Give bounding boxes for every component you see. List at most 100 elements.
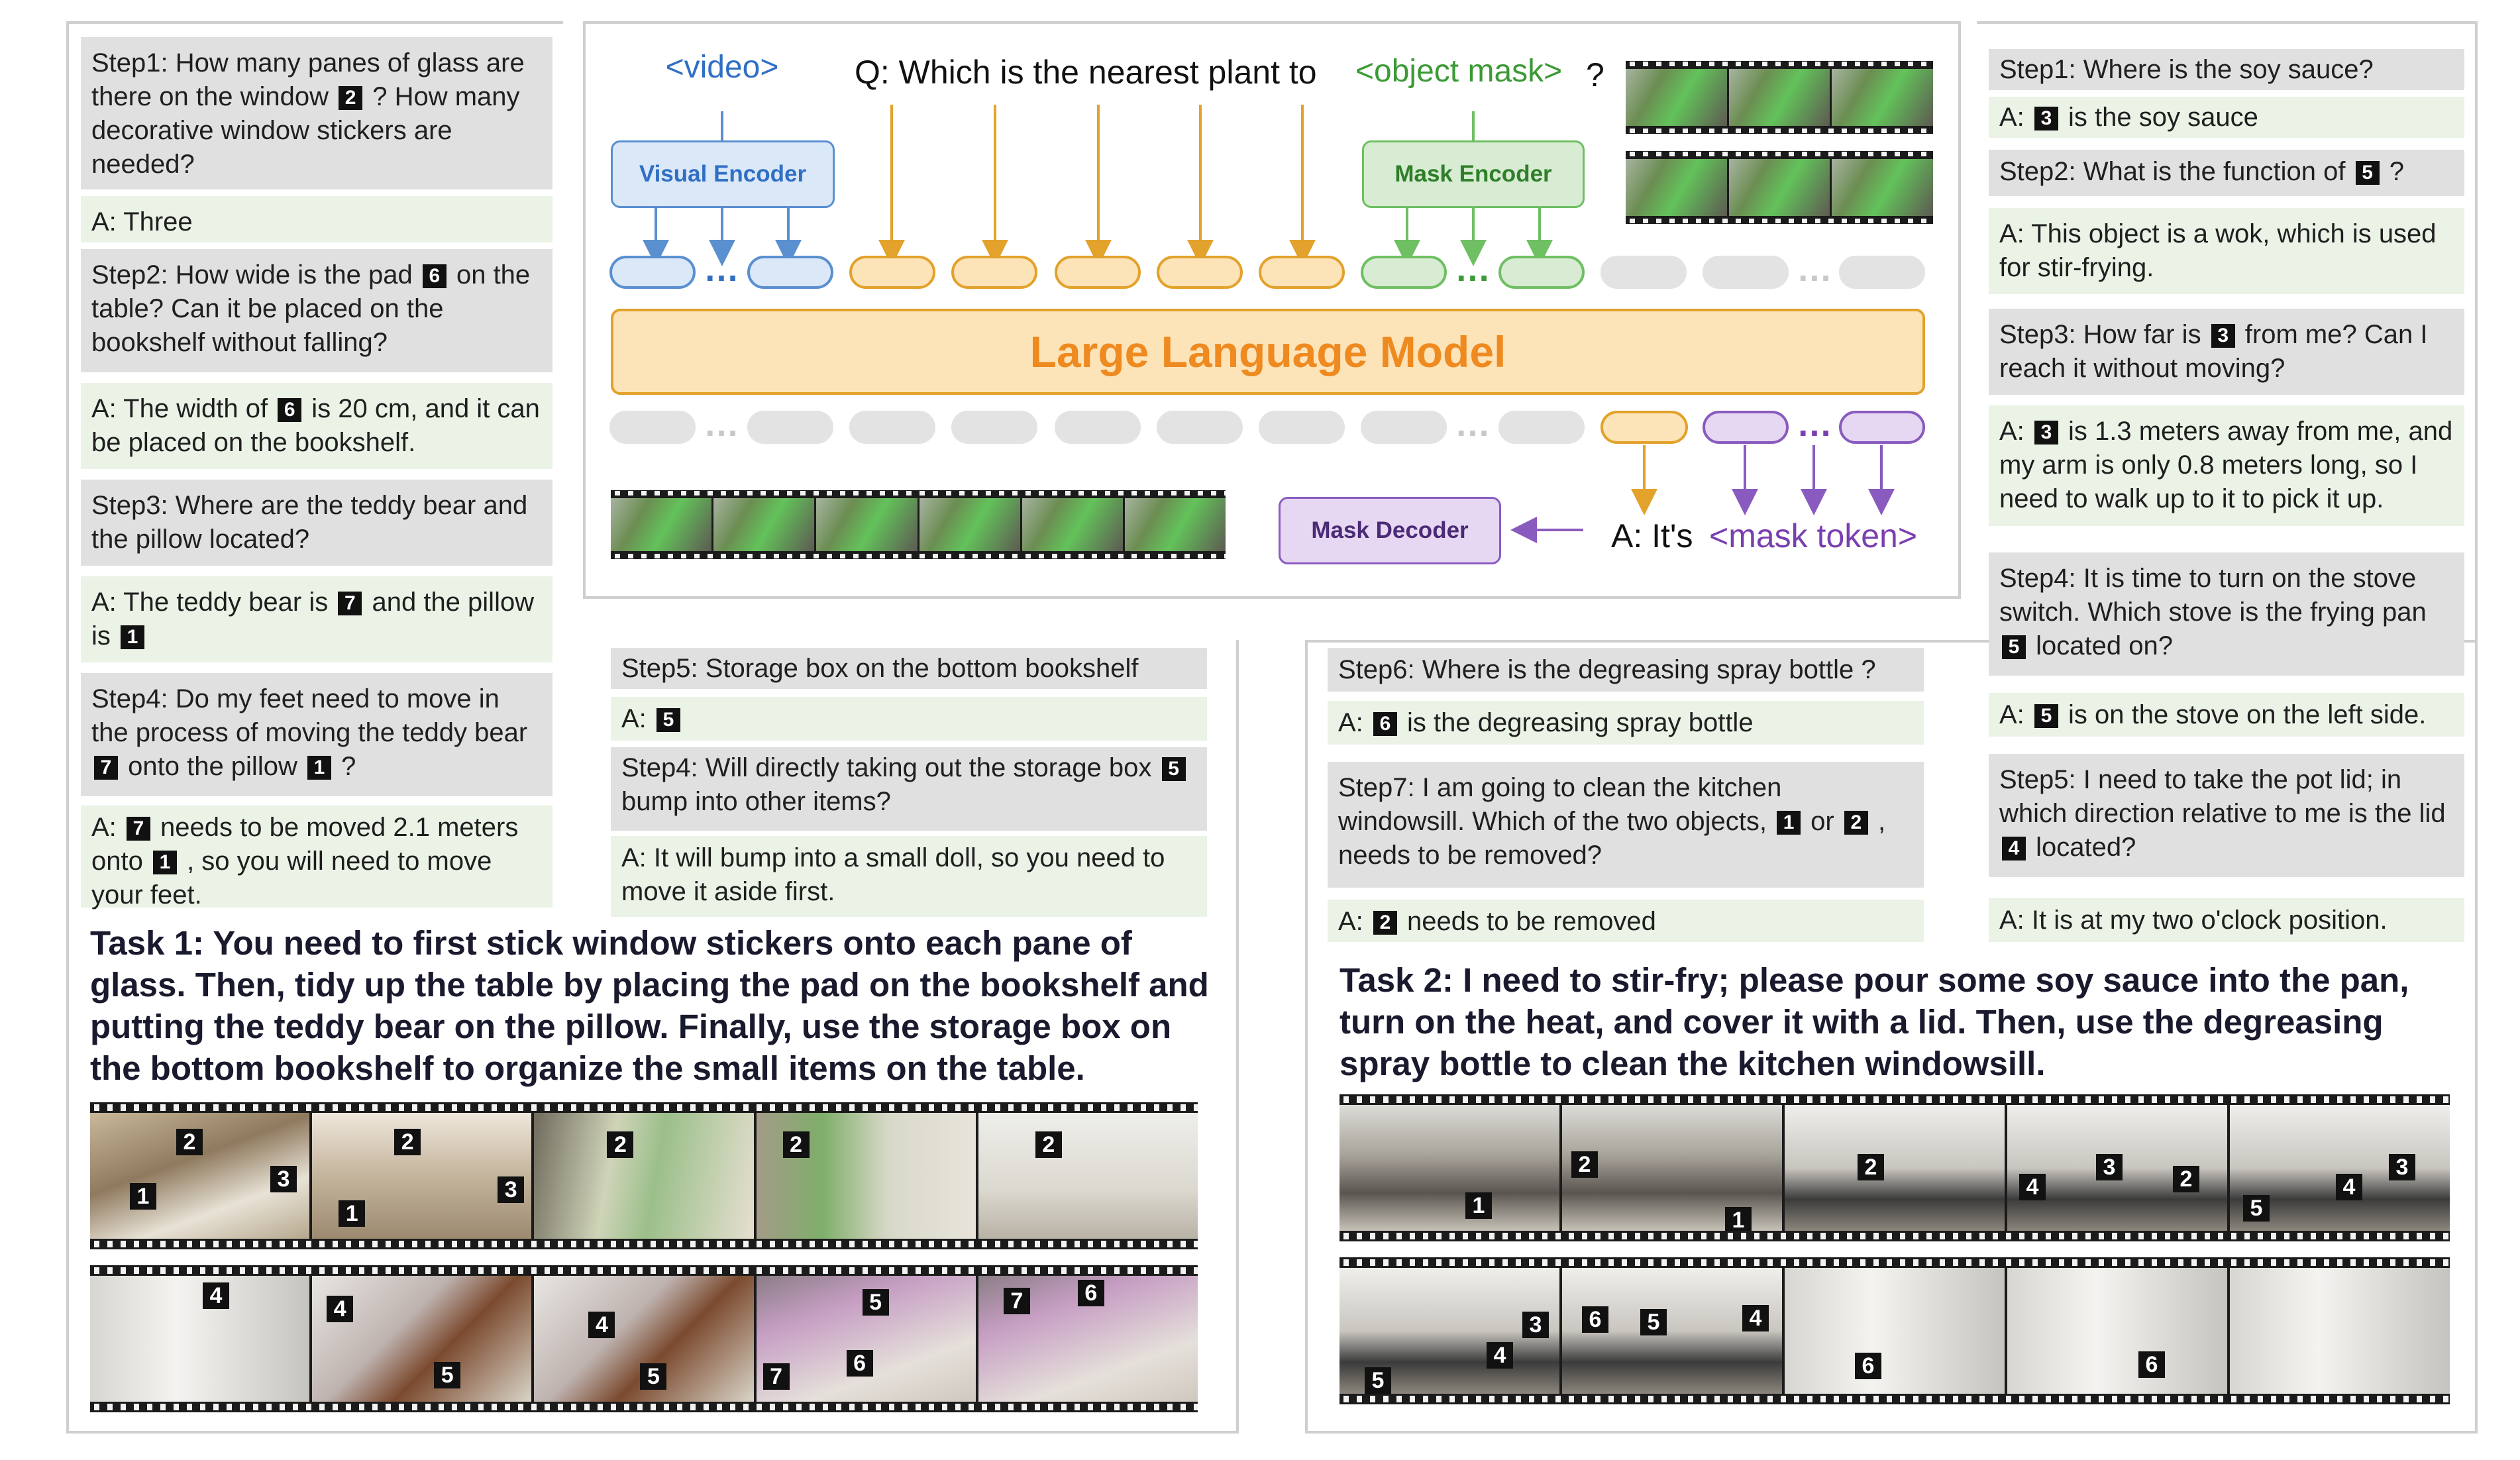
object-label: 2	[2173, 1166, 2199, 1192]
pad-token	[1157, 411, 1243, 444]
text-token	[951, 256, 1037, 289]
pad-token	[1601, 256, 1687, 289]
left-step5-question: Step5: Storage box on the bottom bookshe…	[611, 648, 1207, 689]
left-step2-question: Step2: How wide is the pad 6 on the tabl…	[81, 249, 552, 372]
right-step2-question: Step2: What is the function of 5 ?	[1989, 150, 2464, 196]
object-label: 4	[1742, 1305, 1769, 1331]
question-text: Q: Which is the nearest plant to	[855, 54, 1317, 91]
right-panel-frame	[1977, 21, 2478, 684]
answer-prefix: A: It's	[1611, 517, 1693, 554]
video-frame	[1124, 498, 1226, 551]
video-label: <video>	[665, 50, 779, 85]
pad-token	[1259, 411, 1345, 444]
object-label: 5	[862, 1289, 889, 1316]
task2-frame: 1	[1339, 1105, 1559, 1231]
object-label: 3	[2096, 1154, 2123, 1180]
object-label: 1	[130, 1183, 156, 1210]
pad-token	[609, 411, 696, 444]
input-video-strip-1	[1626, 61, 1934, 134]
right-step4-question: Step4: It is time to turn on the stove s…	[1989, 552, 2464, 676]
video-frame	[1728, 159, 1830, 216]
answer-token	[1601, 411, 1688, 444]
mask-token-input	[1361, 256, 1447, 289]
object-label: 2	[782, 1131, 810, 1158]
right-step7-question: Step7: I am going to clean the kitchen w…	[1328, 762, 1924, 888]
object-label: 1	[1725, 1207, 1752, 1231]
object-label: 2	[176, 1129, 203, 1155]
task2-frame: 2	[1785, 1105, 2005, 1231]
task2-frame: 3 4 5	[2230, 1105, 2450, 1231]
text-token	[1157, 256, 1243, 289]
task2-text: Task 2: I need to stir-fry; please pour …	[1339, 961, 2409, 1082]
object-label: 4	[2336, 1174, 2362, 1200]
ellipsis: …	[1455, 249, 1491, 289]
output-mask-film-strip	[611, 490, 1226, 559]
left-step2-answer: A: The width of 6 is 20 cm, and it can b…	[81, 383, 552, 469]
left-step4-question: Step4: Do my feet need to move in the pr…	[81, 673, 552, 796]
left-step1-answer: A: Three	[81, 196, 552, 242]
video-frame	[1728, 69, 1830, 126]
ellipsis: …	[1455, 404, 1491, 444]
video-frame	[1626, 159, 1727, 216]
visual-token	[747, 256, 833, 289]
pad-token	[951, 411, 1037, 444]
text-token	[1055, 256, 1141, 289]
task1-text: Task 1: You need to first stick window s…	[90, 924, 1209, 1087]
object-label: 2	[1035, 1131, 1062, 1158]
left-step4-answer: A: 7 needs to be moved 2.1 meters onto 1…	[81, 806, 552, 910]
video-frame	[816, 498, 918, 551]
large-language-model: Large Language Model	[611, 309, 1925, 395]
task1-frame: 2	[534, 1113, 754, 1239]
right-step7-answer: A: 2 needs to be removed	[1328, 900, 1924, 942]
task2-frame: 3 4 2	[2007, 1105, 2227, 1231]
pad-token	[1703, 256, 1789, 289]
text-token	[1259, 256, 1345, 289]
object-label: 6	[1582, 1306, 1608, 1333]
ellipsis: …	[1797, 404, 1832, 444]
object-label: 5	[2243, 1195, 2270, 1222]
object-label: 5	[640, 1363, 667, 1390]
mask-encoder: Mask Encoder	[1362, 140, 1585, 208]
object-label: 7	[1003, 1288, 1030, 1314]
object-label: 2	[607, 1131, 634, 1158]
right-step4-answer: A: 5 is on the stove on the left side.	[1989, 693, 2464, 737]
pad-token	[1361, 411, 1447, 444]
object-label: 3	[498, 1176, 525, 1203]
object-mask-label: <object mask>	[1355, 54, 1563, 89]
object-label: 3	[2389, 1154, 2415, 1180]
object-label: 3	[1522, 1312, 1549, 1338]
object-label: 1	[339, 1200, 366, 1227]
ellipsis: …	[704, 249, 739, 289]
right-step3-answer: A: 3 is 1.3 meters away from me, and my …	[1989, 405, 2464, 526]
task2-frame	[2230, 1268, 2450, 1394]
object-label: 4	[2019, 1174, 2046, 1200]
pad-token	[1498, 411, 1585, 444]
mask-output-token	[1703, 411, 1789, 444]
right-step1-question: Step1: Where is the soy sauce?	[1989, 49, 2464, 90]
task1-frame: 2	[756, 1113, 976, 1239]
left-bottom-frame	[66, 640, 1239, 1434]
left-step4b-answer: A: It will bump into a small doll, so yo…	[611, 836, 1207, 917]
ellipsis: …	[1797, 249, 1832, 289]
video-frame	[1626, 69, 1727, 126]
mask-decoder: Mask Decoder	[1279, 497, 1501, 564]
object-label: 2	[1858, 1154, 1884, 1180]
object-label: 6	[2138, 1351, 2165, 1378]
right-step2-answer: A: This object is a wok, which is used f…	[1989, 208, 2464, 294]
center-frame	[583, 21, 1961, 599]
mask-token-label: <mask token>	[1709, 517, 1918, 554]
right-step6-answer: A: 6 is the degreasing spray bottle	[1328, 701, 1924, 745]
ellipsis: …	[704, 404, 739, 444]
right-step5-answer: A: It is at my two o'clock position.	[1989, 898, 2464, 942]
pad-token	[747, 411, 833, 444]
video-frame	[611, 498, 712, 551]
object-label: 6	[846, 1350, 873, 1377]
